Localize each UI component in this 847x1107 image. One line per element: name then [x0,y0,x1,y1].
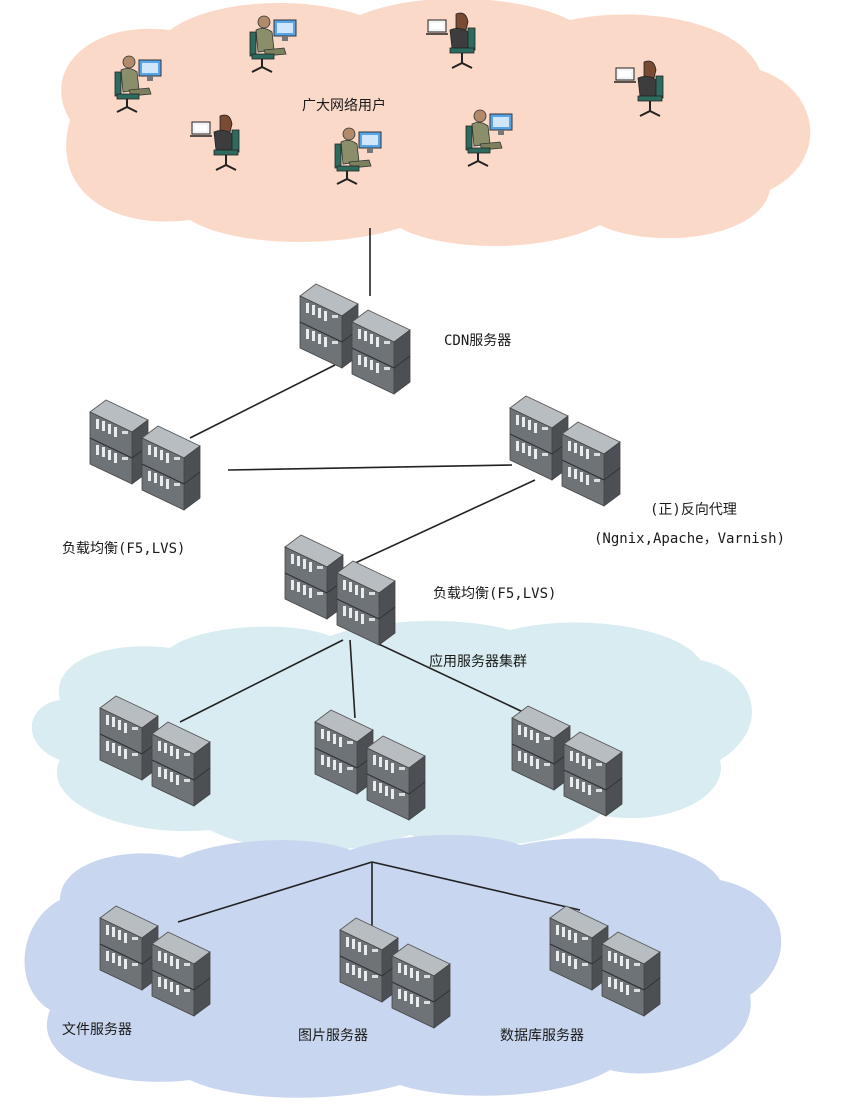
lb-left-label: 负载均衡(F5,LVS) [62,541,185,557]
proxy-label-line2: (Ngnix,Apache，Varnish) [594,531,785,547]
cdn-label: CDN服务器 [444,333,511,349]
reverse-proxy-group [510,396,620,506]
db-server-label: 数据库服务器 [500,1028,584,1044]
users-cloud [61,0,811,246]
app-cluster-label: 应用服务器集群 [429,653,527,670]
users-label: 广大网络用户 [302,97,386,114]
cdn-server-group [300,284,410,394]
lb-center-label: 负载均衡(F5,LVS) [433,586,556,602]
image-server-label: 图片服务器 [298,1028,368,1044]
load-balancer-left-group [90,400,200,510]
file-server-label: 文件服务器 [62,1022,132,1038]
network-links [177,228,581,932]
proxy-label-line1: (正)反向代理 [650,502,737,518]
